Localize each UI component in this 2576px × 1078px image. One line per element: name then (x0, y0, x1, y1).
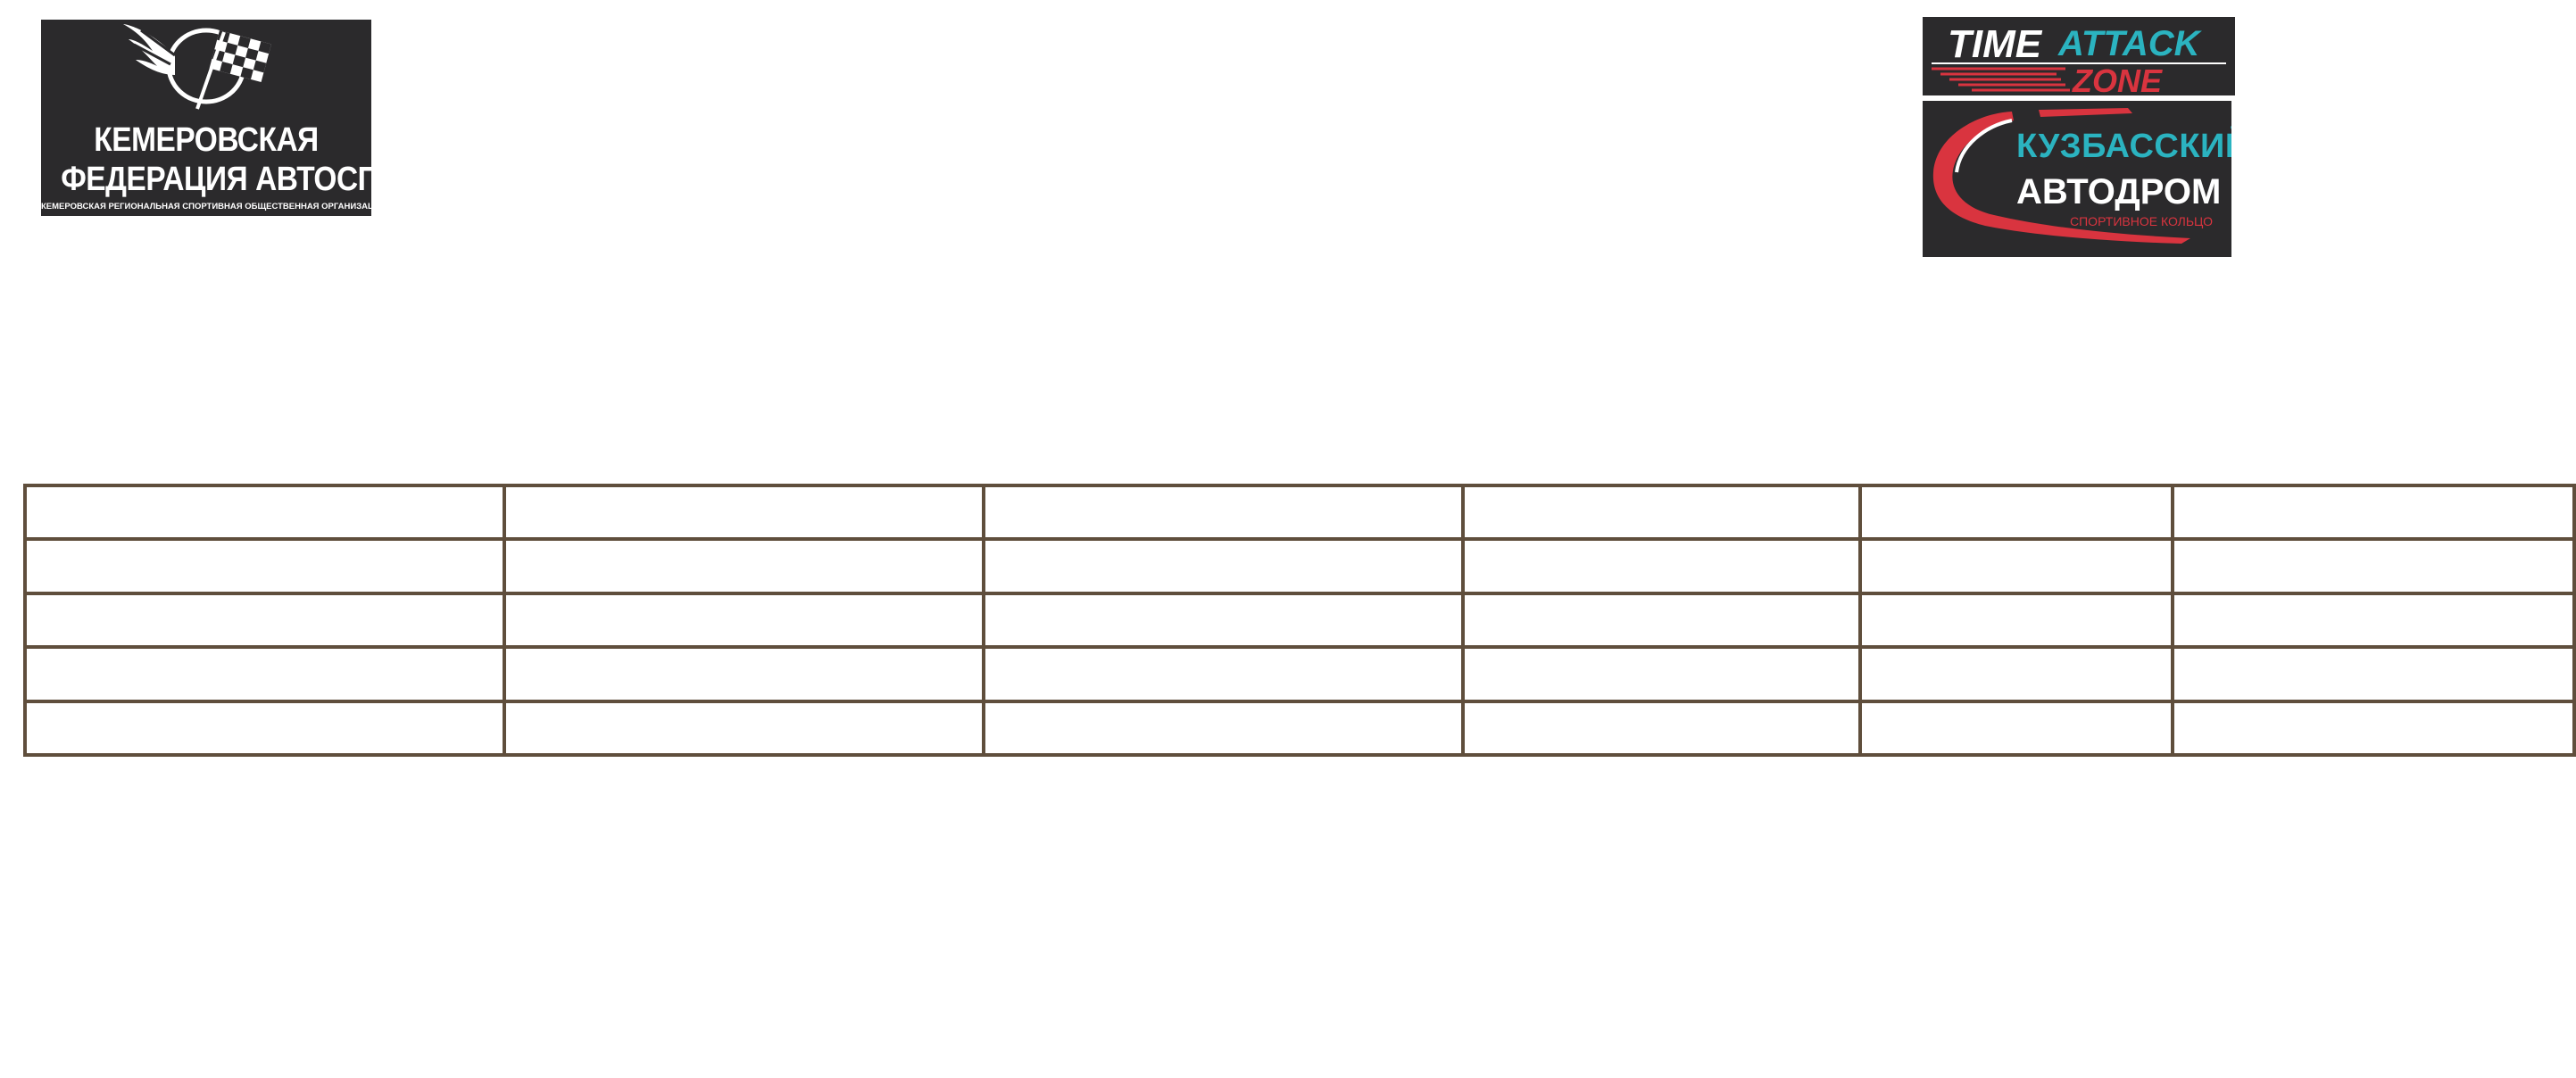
time-attack-zone-wordmark: TIME ATTACK ZONE (1932, 22, 2226, 95)
table-cell (1858, 591, 2174, 650)
table-cell (1461, 483, 1862, 542)
table-row (23, 483, 2576, 542)
table-cell (1858, 645, 2174, 703)
table-row (23, 699, 2576, 758)
table-cell (982, 537, 1465, 595)
table-cell (503, 483, 985, 542)
results-table (23, 483, 2576, 758)
table-cell (503, 699, 985, 758)
logo-word-attack: ATTACK (2057, 24, 2203, 63)
table-cell (1461, 537, 1862, 595)
table-row (23, 591, 2576, 650)
table-cell (503, 591, 985, 650)
table-cell (503, 645, 985, 703)
table-cell (2171, 537, 2576, 595)
table-cell (2171, 699, 2576, 758)
table-cell (2171, 645, 2576, 703)
table-cell (982, 645, 1465, 703)
table-cell (1858, 483, 2174, 542)
logo-kuzbass-line1: КУЗБАССКИЙ (2016, 128, 2231, 165)
time-attack-zone-logo: TIME ATTACK ZONE (1923, 17, 2235, 95)
table-row (23, 645, 2576, 703)
table-cell (982, 591, 1465, 650)
table-cell (1461, 699, 1862, 758)
table-cell (503, 537, 985, 595)
table-cell (1461, 645, 1862, 703)
table-cell (1858, 537, 2174, 595)
winged-wheel-flag-icon (123, 24, 271, 110)
table-cell (23, 483, 506, 542)
table-cell (982, 483, 1465, 542)
logo-word-zone: ZONE (2072, 62, 2163, 95)
table-cell (2171, 591, 2576, 650)
table-cell (23, 645, 506, 703)
logo-word-time: TIME (1948, 22, 2043, 66)
logo-title-line2: ФЕДЕРАЦИЯ АВТОСПОРТА (61, 161, 371, 198)
table-cell (23, 699, 506, 758)
kuzbass-autodrom-logo: КУЗБАССКИЙ АВТОДРОМ СПОРТИВНОЕ КОЛЬЦО (1923, 101, 2231, 257)
table-cell (23, 591, 506, 650)
logo-subtitle: КЕМЕРОВСКАЯ РЕГИОНАЛЬНАЯ СПОРТИВНАЯ ОБЩЕ… (41, 202, 371, 211)
kemerovo-federation-logo: КЕМЕРОВСКАЯ ФЕДЕРАЦИЯ АВТОСПОРТА КЕМЕРОВ… (41, 20, 371, 216)
logo-title-line1: КЕМЕРОВСКАЯ (94, 121, 319, 159)
race-track-icon (1932, 108, 2190, 244)
table-cell (982, 699, 1465, 758)
table-cell (2171, 483, 2576, 542)
logo-kuzbass-line3: СПОРТИВНОЕ КОЛЬЦО (2070, 214, 2213, 228)
table-cell (1461, 591, 1862, 650)
table-row (23, 537, 2576, 595)
table-cell (23, 537, 506, 595)
table-cell (1858, 699, 2174, 758)
logo-kuzbass-line2: АВТОДРОМ (2016, 172, 2222, 211)
